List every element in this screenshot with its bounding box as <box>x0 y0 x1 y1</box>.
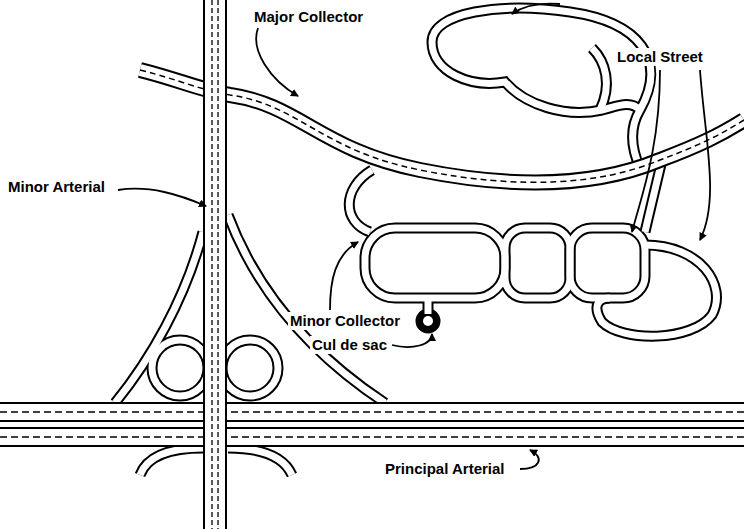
road-label: Minor Arterial <box>6 178 107 196</box>
road-label: Principal Arterial <box>383 460 507 478</box>
road-label: Major Collector <box>252 8 365 26</box>
road-label: Minor Collector <box>288 312 402 330</box>
road-label: Cul de sac <box>310 336 389 354</box>
road-label: Local Street <box>615 48 705 66</box>
